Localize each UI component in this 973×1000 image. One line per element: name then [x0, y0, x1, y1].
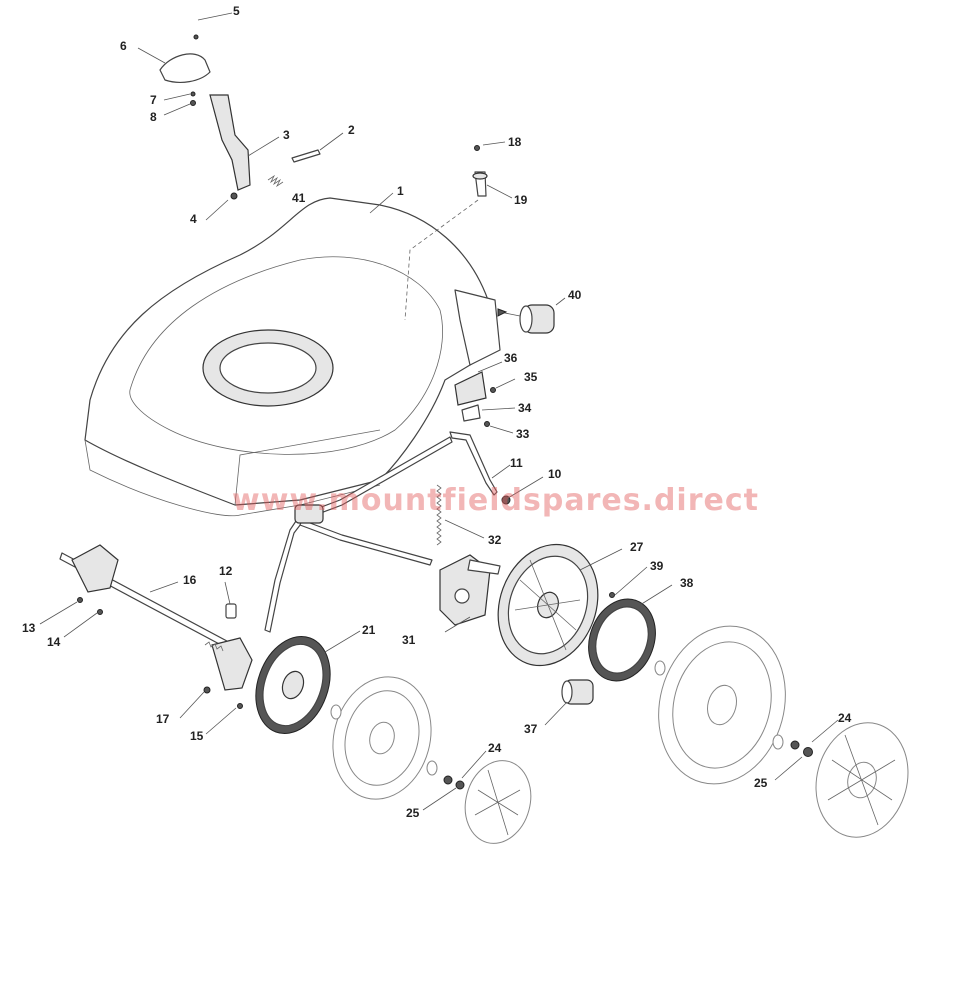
ring-gear [588, 592, 656, 682]
callout-13: 13 [22, 621, 36, 635]
gearbox-housing [439, 554, 501, 626]
callout-35: 35 [524, 370, 538, 384]
rear-wheel [654, 625, 786, 785]
front-wheel [330, 676, 438, 800]
height-adjust-lever [159, 34, 321, 200]
front-wheel-disc [255, 636, 331, 734]
pinion-gear [561, 679, 594, 705]
callout-34: 34 [518, 401, 532, 415]
callout-15: 15 [190, 729, 204, 743]
callout-41: 41 [292, 191, 306, 205]
callout-21: 21 [362, 623, 376, 637]
callout-32: 32 [488, 533, 502, 547]
front-wheel-cap [443, 760, 532, 844]
mower-deck [84, 197, 501, 517]
callout-2: 2 [348, 123, 355, 137]
callout-24a: 24 [488, 741, 502, 755]
callout-31: 31 [402, 633, 416, 647]
pivot-pin [404, 145, 488, 321]
drive-rod [264, 431, 511, 633]
leader-lines [39, 12, 839, 811]
callout-24b: 24 [838, 711, 852, 725]
drive-pinion [497, 304, 555, 334]
callout-38: 38 [680, 576, 694, 590]
callout-40: 40 [568, 288, 582, 302]
callout-27: 27 [630, 540, 644, 554]
callout-3: 3 [283, 128, 290, 142]
callout-18: 18 [508, 135, 522, 149]
callout-25a: 25 [406, 806, 420, 820]
callout-5: 5 [233, 4, 240, 18]
callout-11: 11 [510, 456, 523, 470]
rear-wheel-cap [790, 722, 909, 838]
callout-8: 8 [150, 110, 157, 124]
callout-33: 33 [516, 427, 530, 441]
callout-16: 16 [183, 573, 197, 587]
callout-25b: 25 [754, 776, 768, 790]
callout-6: 6 [120, 39, 127, 53]
callout-14: 14 [47, 635, 61, 649]
wheel-hub-cover [497, 543, 599, 667]
callout-1: 1 [397, 184, 404, 198]
front-axle-assembly [59, 544, 253, 709]
callout-37: 37 [524, 722, 538, 736]
callout-36: 36 [504, 351, 518, 365]
callout-7: 7 [150, 93, 157, 107]
callout-39: 39 [650, 559, 664, 573]
callout-17: 17 [156, 712, 170, 726]
watermark-text: www.mountfieldspares.direct [232, 483, 759, 518]
callout-4: 4 [190, 212, 197, 226]
callout-19: 19 [514, 193, 528, 207]
cable-bracket [454, 371, 496, 427]
tension-spring [436, 484, 442, 546]
callout-10: 10 [548, 467, 562, 481]
callout-12: 12 [219, 564, 233, 578]
callout-labels: 1 2 3 4 5 6 7 8 10 11 12 13 14 15 16 17 … [22, 4, 852, 820]
